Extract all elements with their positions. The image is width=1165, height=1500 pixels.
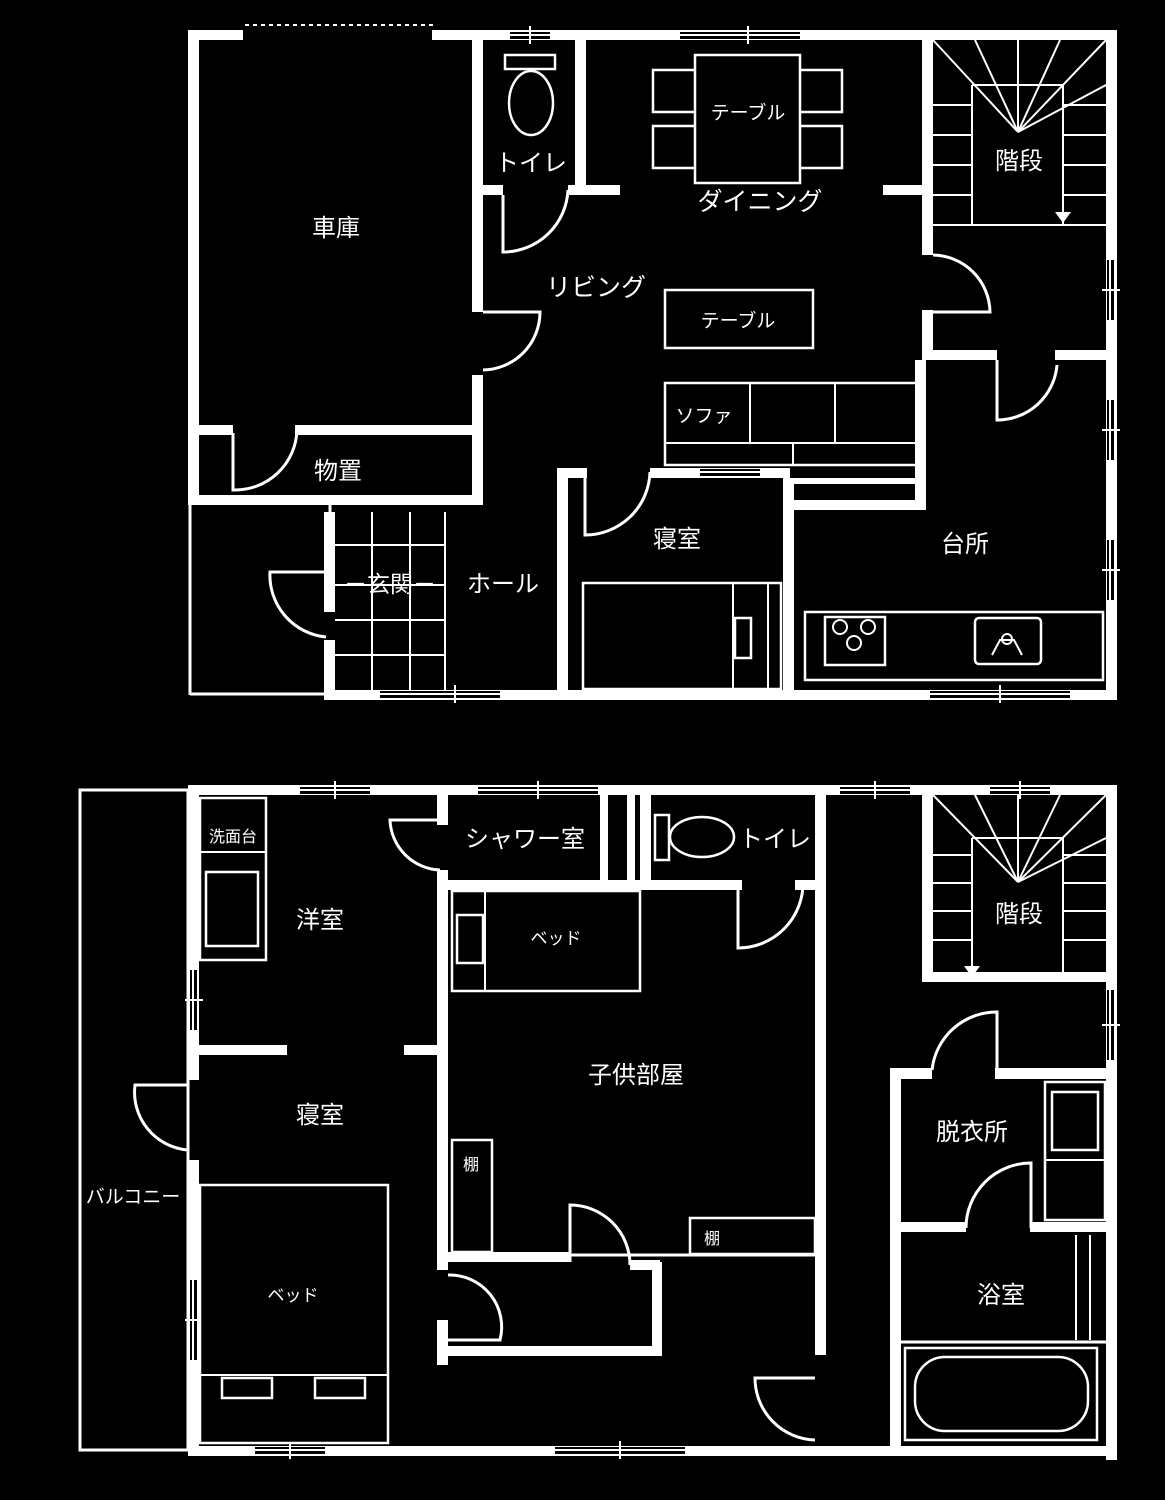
kitchen-counter	[803, 610, 1105, 682]
storage-label: 物置	[314, 457, 362, 485]
bed-2f	[198, 1183, 390, 1445]
window	[990, 781, 1050, 799]
toilet-2f-fixture	[653, 813, 736, 862]
door-swing	[447, 1273, 504, 1342]
door-swing	[995, 360, 1059, 422]
floor-2: 洗面台 シャワー室 トイレ 洋室 ベッド 階段 子供部屋 寝室 脱衣所 棚 棚 …	[78, 781, 1120, 1460]
living-label: リビング	[546, 273, 646, 302]
door-swing	[231, 429, 299, 492]
door-swing	[930, 1010, 999, 1071]
dining-table	[651, 53, 844, 185]
window	[510, 26, 550, 44]
window	[1102, 990, 1120, 1060]
bathtub	[903, 1346, 1099, 1442]
stairs-label: 階段	[995, 147, 1043, 175]
floor-1: 車庫 トイレ テーブル ダイニング 階段 リビング テーブル ソファ 物置 寝室…	[188, 24, 1120, 703]
door-swing	[583, 471, 652, 537]
bedroom-1f-label: 寝室	[653, 525, 701, 553]
kids-bed-label: ベッド	[531, 929, 582, 949]
door-swing	[736, 882, 805, 950]
entrance-tiles	[335, 512, 446, 690]
dining-label: ダイニング	[697, 187, 822, 216]
window	[185, 970, 203, 1030]
window	[1102, 540, 1120, 600]
window	[680, 26, 800, 44]
kids-room-label: 子供部屋	[588, 1061, 684, 1089]
bed-2f-label: ベッド	[268, 1286, 319, 1306]
window	[1102, 400, 1120, 460]
entrance-label: －玄関－	[344, 572, 436, 598]
window	[840, 781, 910, 799]
living-table	[663, 288, 815, 350]
stairs-2f-label: 階段	[995, 900, 1043, 928]
toilet-fixture	[503, 53, 557, 137]
door-swing	[753, 1376, 816, 1442]
shelf-left	[450, 1138, 494, 1254]
toilet-label: トイレ	[495, 149, 567, 177]
window	[930, 685, 1070, 703]
washbasin	[198, 796, 268, 962]
door-swing	[568, 1203, 632, 1266]
shower-label: シャワー室	[465, 825, 585, 853]
door-swing	[268, 570, 327, 639]
hall-label: ホール	[467, 570, 539, 598]
window	[700, 469, 760, 476]
shelf-left-label: 棚	[463, 1155, 479, 1174]
window	[478, 781, 598, 799]
garage-label: 車庫	[312, 214, 360, 242]
window	[555, 1441, 685, 1459]
toilet-2f-label: トイレ	[739, 825, 811, 853]
door-swing	[932, 253, 992, 314]
door-swing	[482, 310, 542, 372]
stairs-1f	[932, 39, 1107, 226]
washbasin-label: 洗面台	[209, 827, 257, 846]
dressing-label: 脱衣所	[936, 1118, 1008, 1146]
living-table-label: テーブル	[701, 309, 776, 332]
bedroom-2f-label: 寝室	[296, 1101, 344, 1129]
bed-1f	[581, 581, 783, 691]
bathroom-label: 浴室	[977, 1281, 1025, 1309]
stairs-2f	[932, 794, 1107, 977]
kids-bed	[450, 889, 642, 993]
washing-machine	[1043, 1080, 1107, 1222]
window	[380, 685, 500, 703]
sofa-label: ソファ	[675, 405, 732, 427]
balcony	[78, 788, 190, 1452]
dining-table-label: テーブル	[711, 101, 786, 124]
window	[300, 781, 370, 799]
shelf-right-label: 棚	[704, 1229, 720, 1248]
kitchen-label: 台所	[941, 530, 989, 558]
door-swing	[501, 189, 570, 254]
door-swing	[964, 1161, 1033, 1229]
balcony-label: バルコニー	[86, 1186, 181, 1208]
western-room-label: 洋室	[296, 906, 344, 934]
window	[1102, 260, 1120, 320]
door-swing	[133, 1083, 189, 1152]
door-swing	[388, 818, 441, 872]
